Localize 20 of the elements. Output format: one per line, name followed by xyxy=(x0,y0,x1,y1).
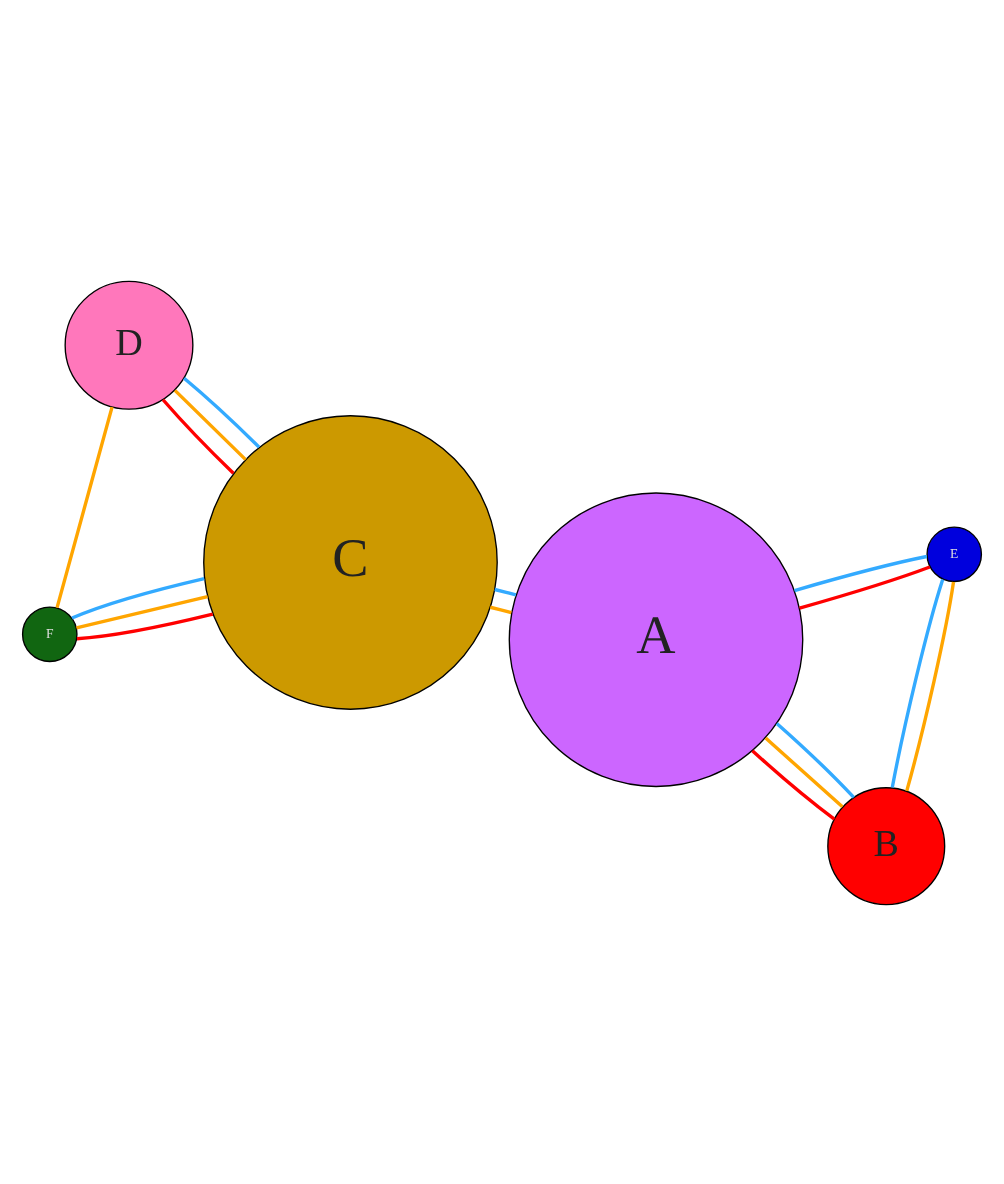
connector xyxy=(76,593,208,629)
connector xyxy=(799,564,931,609)
connector xyxy=(775,721,855,798)
connector xyxy=(173,388,247,460)
connector xyxy=(55,405,114,608)
connector xyxy=(71,575,205,619)
connector xyxy=(764,735,844,808)
connector xyxy=(751,748,836,820)
connector xyxy=(183,375,261,448)
connector xyxy=(890,578,945,787)
connector xyxy=(161,397,235,474)
node-circle: A xyxy=(508,491,804,787)
connector xyxy=(794,553,928,592)
node-circle: D xyxy=(64,279,194,409)
connector xyxy=(489,604,512,614)
connector xyxy=(494,586,517,596)
connector xyxy=(76,611,214,640)
node-circle: B xyxy=(827,786,946,905)
node-circle: C xyxy=(203,414,498,709)
connector xyxy=(905,580,956,791)
